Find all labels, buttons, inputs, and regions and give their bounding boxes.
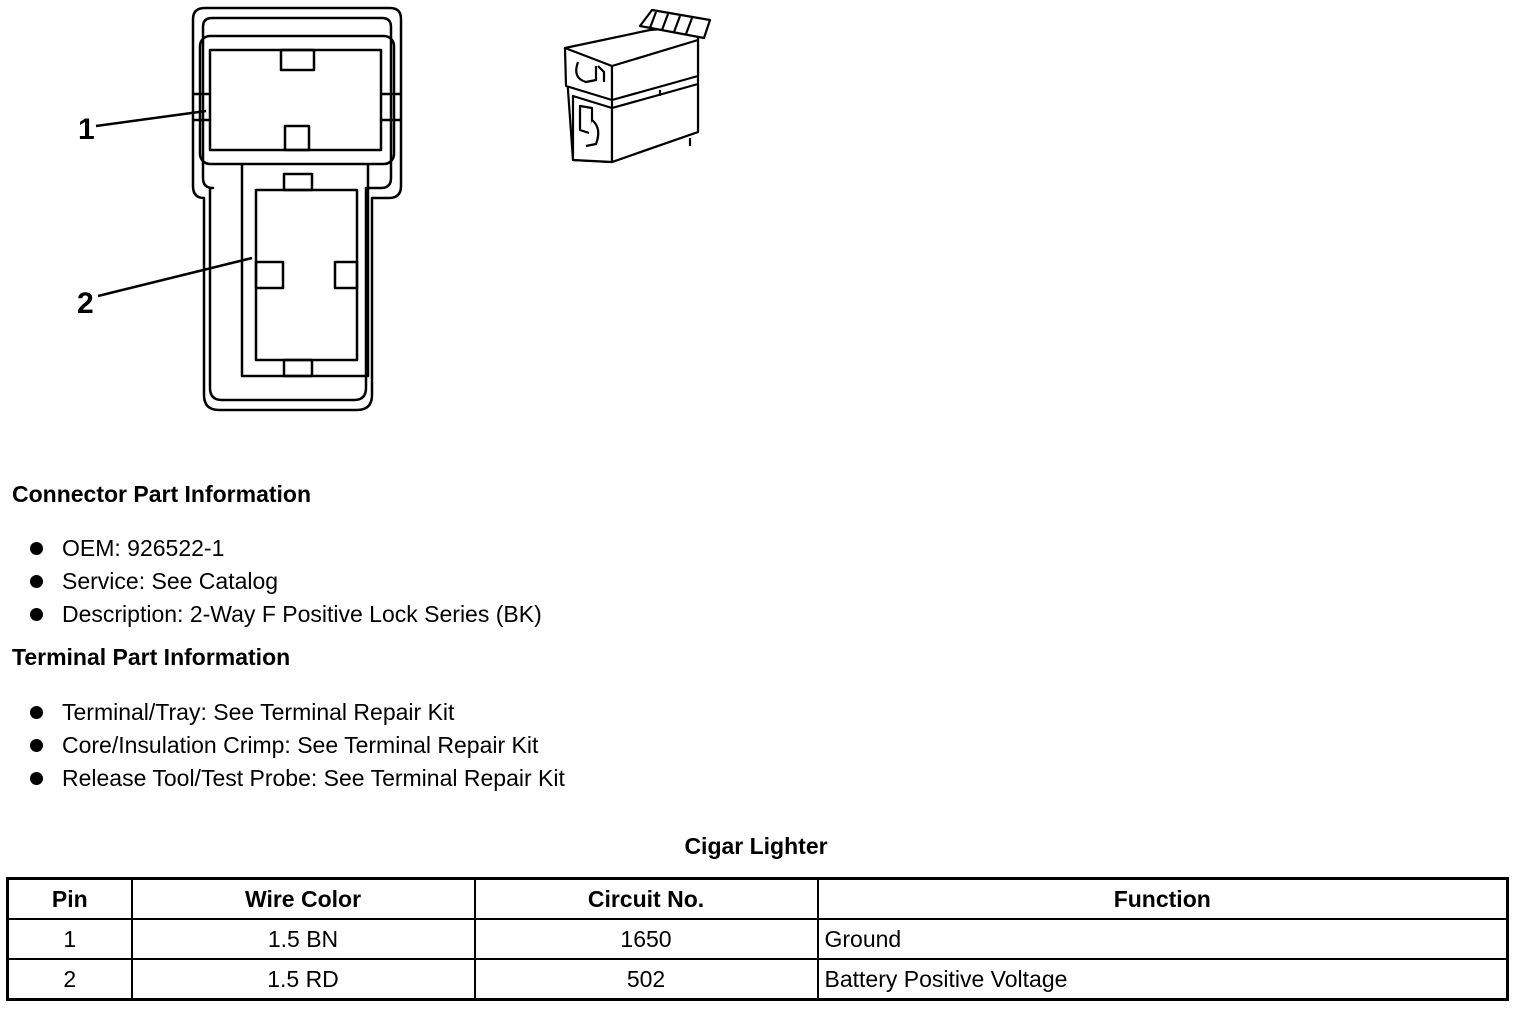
callout-label-2: 2 — [77, 287, 94, 320]
connector-info-list: OEM: 926522-1 Service: See Catalog Descr… — [28, 533, 542, 632]
connector-lower-body — [240, 164, 370, 378]
cavity-2-key-left — [254, 260, 285, 290]
list-item: Service: See Catalog — [28, 566, 542, 599]
cavity-2 — [254, 188, 359, 362]
list-item: Core/Insulation Crimp: See Terminal Repa… — [28, 730, 565, 763]
bullet-icon — [30, 706, 43, 719]
cavity-1-key-top — [279, 48, 316, 72]
connector-info-heading: Connector Part Information — [12, 481, 312, 507]
terminal-info-list: Terminal/Tray: See Terminal Repair Kit C… — [28, 697, 565, 796]
pin-table-title: Cigar Lighter — [684, 833, 828, 859]
list-item-text: Description: 2-Way F Positive Lock Serie… — [62, 601, 542, 627]
column-header-circuit: Circuit No. — [473, 877, 819, 920]
bullet-icon — [30, 575, 43, 588]
list-item: OEM: 926522-1 — [28, 533, 542, 566]
list-item-text: Terminal/Tray: See Terminal Repair Kit — [62, 699, 455, 725]
table-row: 1 1.5 BN 1650 Ground — [6, 918, 1509, 960]
connector-housing-inner — [201, 16, 393, 402]
cell-pin: 1 — [6, 918, 133, 960]
terminal-info-heading: Terminal Part Information — [12, 644, 291, 670]
list-item: Description: 2-Way F Positive Lock Serie… — [28, 599, 542, 632]
bullet-icon — [30, 542, 43, 555]
callout-leader-1 — [95, 109, 207, 128]
callout-leader-2 — [97, 256, 253, 298]
connector-iso-view — [563, 8, 712, 164]
cell-wire-color: 1.5 BN — [130, 918, 476, 960]
list-item: Terminal/Tray: See Terminal Repair Kit — [28, 697, 565, 730]
connector-housing-outline — [191, 6, 403, 412]
list-item: Release Tool/Test Probe: See Terminal Re… — [28, 763, 565, 796]
callout-label-1: 1 — [78, 113, 95, 146]
cavity-2-key-top — [282, 172, 314, 192]
list-item-text: Core/Insulation Crimp: See Terminal Repa… — [62, 732, 539, 758]
cell-pin: 2 — [6, 958, 133, 1001]
cell-function: Battery Positive Voltage — [816, 958, 1509, 1001]
list-item-text: Service: See Catalog — [62, 568, 279, 594]
pin-table: Pin Wire Color Circuit No. Function 1 1.… — [6, 877, 1509, 1001]
connector-diagram: 1 2 — [77, 6, 712, 412]
cell-function: Ground — [816, 918, 1509, 960]
cell-circuit: 502 — [473, 958, 819, 1001]
cavity-1 — [208, 48, 383, 152]
cavity-1-key-bottom — [283, 124, 311, 152]
list-item-text: Release Tool/Test Probe: See Terminal Re… — [62, 765, 565, 791]
column-header-pin: Pin — [6, 877, 133, 920]
bullet-icon — [30, 772, 43, 785]
bullet-icon — [30, 608, 43, 621]
connector-upper-flange — [198, 34, 396, 166]
table-row: 2 1.5 RD 502 Battery Positive Voltage — [6, 958, 1509, 1001]
bullet-icon — [30, 739, 43, 752]
column-header-wire-color: Wire Color — [130, 877, 476, 920]
table-header-row: Pin Wire Color Circuit No. Function — [6, 877, 1509, 920]
column-header-function: Function — [816, 877, 1509, 920]
cell-wire-color: 1.5 RD — [130, 958, 476, 1001]
list-item-text: OEM: 926522-1 — [62, 535, 225, 561]
cavity-2-key-right — [333, 260, 359, 290]
cell-circuit: 1650 — [473, 918, 819, 960]
cavity-2-key-bottom — [282, 358, 314, 378]
